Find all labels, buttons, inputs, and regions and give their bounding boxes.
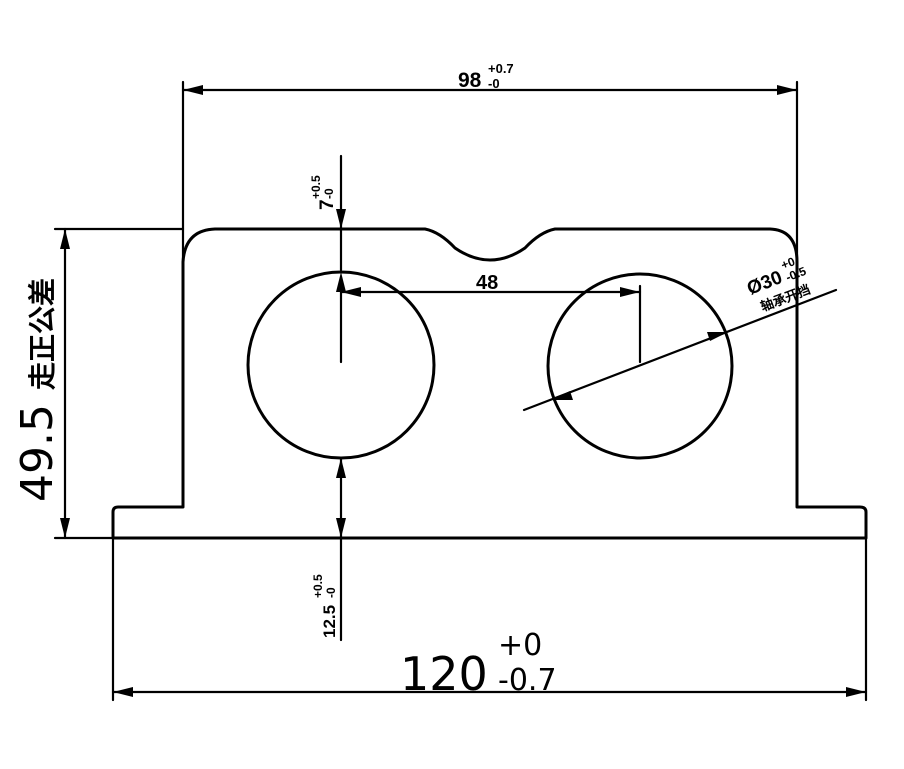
dim-hole-diameter: Ø30 +0 -0.5 轴承开挡 bbox=[522, 254, 838, 412]
dim-top-wall-lower: -0 bbox=[322, 188, 336, 199]
dim-hole-spacing-text: 48 bbox=[476, 272, 498, 294]
dim-top-width: 98 +0.7 -0 bbox=[181, 61, 799, 264]
dim-height-note: 走正公差 bbox=[26, 278, 58, 390]
dim-bottom-wall-nominal: 12.5 bbox=[320, 605, 339, 638]
dim-top-wall-nominal: 7 bbox=[317, 199, 338, 210]
right-hole bbox=[546, 272, 734, 460]
dim-bottom-wall-upper: +0.5 bbox=[311, 574, 325, 598]
dim-base-width-upper: +0 bbox=[498, 628, 542, 663]
dim-base-width-lower: -0.7 bbox=[498, 663, 557, 698]
dim-top-wall: 7 +0.5 -0 bbox=[309, 154, 346, 292]
dim-top-width-nominal: 98 bbox=[458, 69, 482, 92]
dim-top-width-lower: -0 bbox=[488, 76, 500, 91]
dim-hole-spacing: 48 bbox=[339, 272, 642, 364]
dim-base-width-nominal: 120 bbox=[400, 647, 488, 701]
dim-height-nominal: 49.5 bbox=[12, 404, 63, 502]
dim-bottom-wall: 12.5 +0.5 -0 bbox=[311, 456, 346, 642]
dim-top-wall-upper: +0.5 bbox=[309, 175, 323, 199]
dim-height: 49.5 走正公差 bbox=[12, 227, 185, 540]
dim-bottom-wall-lower: -0 bbox=[324, 587, 338, 598]
dim-base-width: 120 +0 -0.7 bbox=[111, 536, 868, 702]
dim-hole-diameter-upper: +0 bbox=[779, 254, 797, 272]
dim-top-width-upper: +0.7 bbox=[488, 61, 514, 76]
